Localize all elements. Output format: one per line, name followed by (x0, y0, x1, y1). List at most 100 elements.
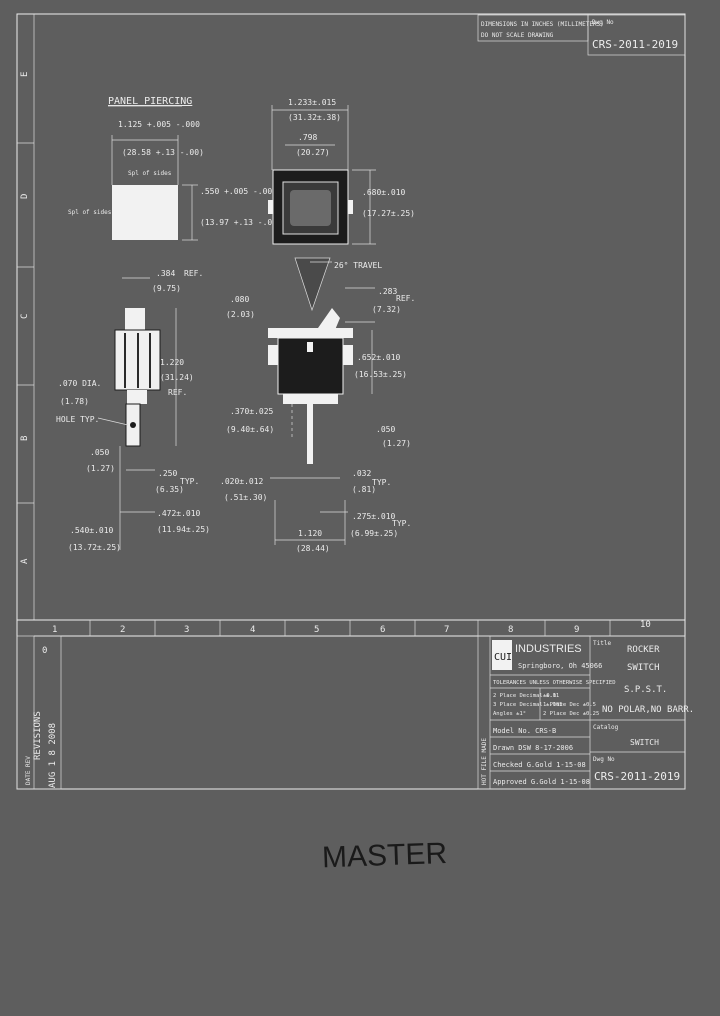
sv-dim-1220: 1.220 (160, 358, 184, 367)
tolerance-line-3: Angles ±1° (493, 711, 526, 717)
fv-dim-020-mm: (.51±.30) (224, 493, 267, 502)
grid-col-6: 6 (380, 625, 385, 635)
grid-col-3: 3 (184, 625, 189, 635)
fv-dim-275: .275±.010 (352, 512, 396, 521)
sv-dim-250: .250 (158, 469, 177, 478)
catalog-value: SWITCH (630, 738, 659, 747)
sv-dim-050: .050 (90, 448, 109, 457)
tv-dim-height: .680±.010 (362, 188, 406, 197)
grid-col-10: 10 (640, 620, 651, 630)
tolerance-mm-1: ±0.1 (543, 693, 556, 699)
fv-dim-080: .080 (230, 295, 249, 304)
model-no: Model No. CRS-B (493, 727, 556, 735)
revisions-block: REVISIONS DATE REV AUG 1 8 2008 0 (16, 635, 62, 790)
company-name: INDUSTRIES (515, 643, 582, 655)
grid-rows: E D C B A (17, 72, 34, 564)
fv-dim-652-mm: (16.53±.25) (354, 370, 407, 379)
grid-row-b: B (20, 436, 30, 441)
note-line-2: DO NOT SCALE DRAWING (481, 32, 554, 39)
panel-piercing-view: PANEL PIERCING 1.125 +.005 -.000 (28.58 … (68, 96, 282, 241)
title-line-2: SWITCH (627, 663, 660, 673)
fv-dim-1120: 1.120 (298, 529, 322, 538)
rocker-profile (295, 308, 340, 330)
sv-dim-472-mm: (11.94±.25) (157, 525, 210, 534)
sv-dim-384-mm: (9.75) (152, 284, 181, 293)
top-view: 1.233±.015 (31.32±.38) .798 (20.27) .680… (268, 98, 415, 245)
sheet-border (16, 13, 686, 790)
dwg-no-label: Dwg No (593, 756, 615, 763)
title-line-3: S.P.S.T. (624, 685, 667, 695)
fv-dim-050-mm: (1.27) (382, 439, 411, 448)
fv-dim-032-mm: (.81) (352, 485, 376, 494)
drawn-by: Drawn DSW 8-17-2006 (493, 744, 573, 752)
fv-dim-032: .032 (352, 469, 371, 478)
title-line-1: ROCKER (627, 645, 660, 655)
side-actuator (125, 308, 145, 330)
fv-dim-370-mm: (9.40±.64) (226, 425, 274, 434)
panel-piercing-heading: PANEL PIERCING (108, 96, 192, 107)
grid-col-7: 7 (444, 625, 449, 635)
title-line-4: NO POLAR,NO BARR. (602, 705, 694, 715)
checked-by: Checked G.Gold 1-15-08 (493, 761, 586, 769)
pp-spl-top: Spl of sides (128, 170, 172, 177)
fv-dim-283-ref: REF. (396, 294, 415, 303)
grid-col-5: 5 (314, 625, 319, 635)
revision-date: AUG 1 8 2008 (48, 723, 58, 788)
sv-dim-hole-typ: HOLE TYP. (56, 415, 99, 424)
rocker-face (290, 190, 331, 226)
fv-dim-080-mm: (2.03) (226, 310, 255, 319)
company-logo (492, 640, 512, 670)
sv-dim-050-mm: (1.27) (86, 464, 115, 473)
pp-dim-height-mm: (13.97 +.13 -.00) (200, 218, 282, 227)
fv-dim-283-mm: (7.32) (372, 305, 401, 314)
tolerance-line-2: 3 Place Decimal ±.005 (493, 702, 563, 708)
grid-row-a: A (20, 558, 30, 564)
dwg-no-top-label: Dwg No (592, 19, 614, 26)
approved-by: Approved G.Gold 1-15-08 (493, 778, 590, 786)
fv-dim-1120-mm: (28.44) (296, 544, 330, 553)
fv-dim-032-typ: TYP. (372, 478, 391, 487)
tolerance-mm-2: 1 Place Dec ±0.5 (543, 702, 596, 708)
grid-row-d: D (20, 194, 30, 199)
tolerance-mm-3: 2 Place Dec ±0.25 (543, 711, 599, 717)
note-line-1: DIMENSIONS IN INCHES (MILLIMETERS) (481, 21, 604, 28)
tv-dim-rocker: .798 (298, 133, 317, 142)
title-block: HOT FILE MADE CUI INDUSTRIES Springboro,… (477, 635, 694, 790)
fv-dim-283: .283 (378, 287, 397, 296)
sv-dim-250-typ: TYP. (180, 477, 199, 486)
front-terminal (307, 404, 313, 464)
dwg-no: CRS-2011-2019 (594, 770, 680, 783)
tolerance-header: TOLERANCES UNLESS OTHERWISE SPECIFIED (493, 680, 616, 686)
grid-col-1: 1 (52, 625, 57, 635)
front-view: 26° TRAVEL .080 (2.03) .283 REF. (7.32) … (220, 257, 415, 553)
grid-col-2: 2 (120, 625, 125, 635)
catalog-label: Catalog (593, 724, 619, 731)
grid-col-4: 4 (250, 625, 255, 635)
sv-dim-384: .384 (156, 269, 175, 278)
side-view: .384 REF. (9.75) 1.220 (31.24) REF. .070… (56, 269, 210, 552)
title-label: Title (593, 640, 611, 647)
tv-dim-overall: 1.233±.015 (288, 98, 336, 107)
grid-columns: 1 2 3 4 5 6 7 8 9 10 (52, 620, 651, 636)
sv-dim-hole-mm: (1.78) (60, 397, 89, 406)
fv-dim-275-typ: TYP. (392, 519, 411, 528)
front-bezel (268, 328, 353, 338)
sv-dim-hole: .070 DIA. (58, 379, 101, 388)
pp-spl-side: Spl of sides (68, 209, 112, 216)
fv-dim-050: .050 (376, 425, 395, 434)
fv-dim-275-mm: (6.99±.25) (350, 529, 398, 538)
sv-dim-250-mm: (6.35) (155, 485, 184, 494)
tv-dim-height-mm: (17.27±.25) (362, 209, 415, 218)
sv-dim-540-mm: (13.72±.25) (68, 543, 121, 552)
company-location: Springboro, Oh 45066 (518, 662, 602, 670)
fv-dim-020: .020±.012 (220, 477, 264, 486)
revisions-sublabel: DATE REV (25, 756, 32, 785)
company-logo-text: CUI (494, 652, 512, 663)
panel-cutout (112, 185, 178, 240)
sv-dim-540: .540±.010 (70, 526, 114, 535)
tv-dim-overall-mm: (31.32±.38) (288, 113, 341, 122)
fv-dim-652: .652±.010 (357, 353, 401, 362)
grid-col-9: 9 (574, 625, 579, 635)
fv-travel: 26° TRAVEL (334, 261, 382, 270)
